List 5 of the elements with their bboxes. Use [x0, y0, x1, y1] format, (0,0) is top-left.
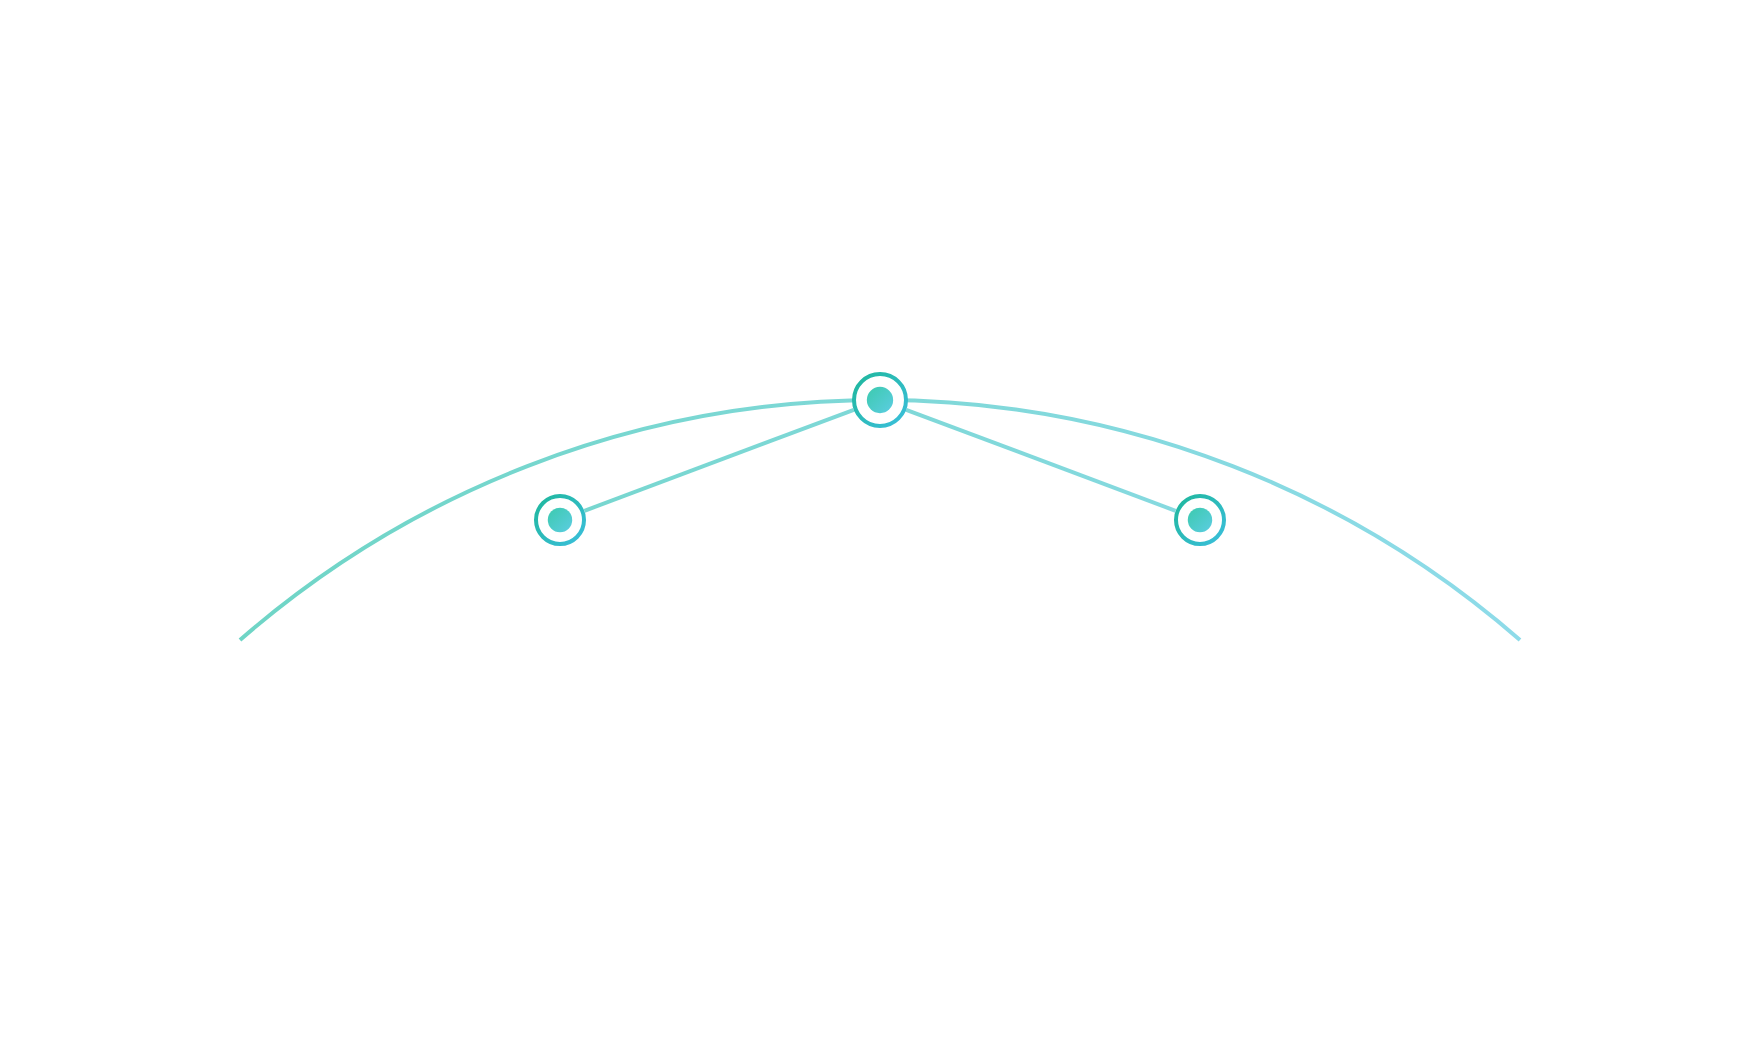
- connector-line: [583, 407, 855, 513]
- connector-line: [905, 407, 1177, 513]
- ring-marker: [1174, 494, 1226, 546]
- ring-marker: [534, 494, 586, 546]
- ring-marker: [852, 372, 908, 428]
